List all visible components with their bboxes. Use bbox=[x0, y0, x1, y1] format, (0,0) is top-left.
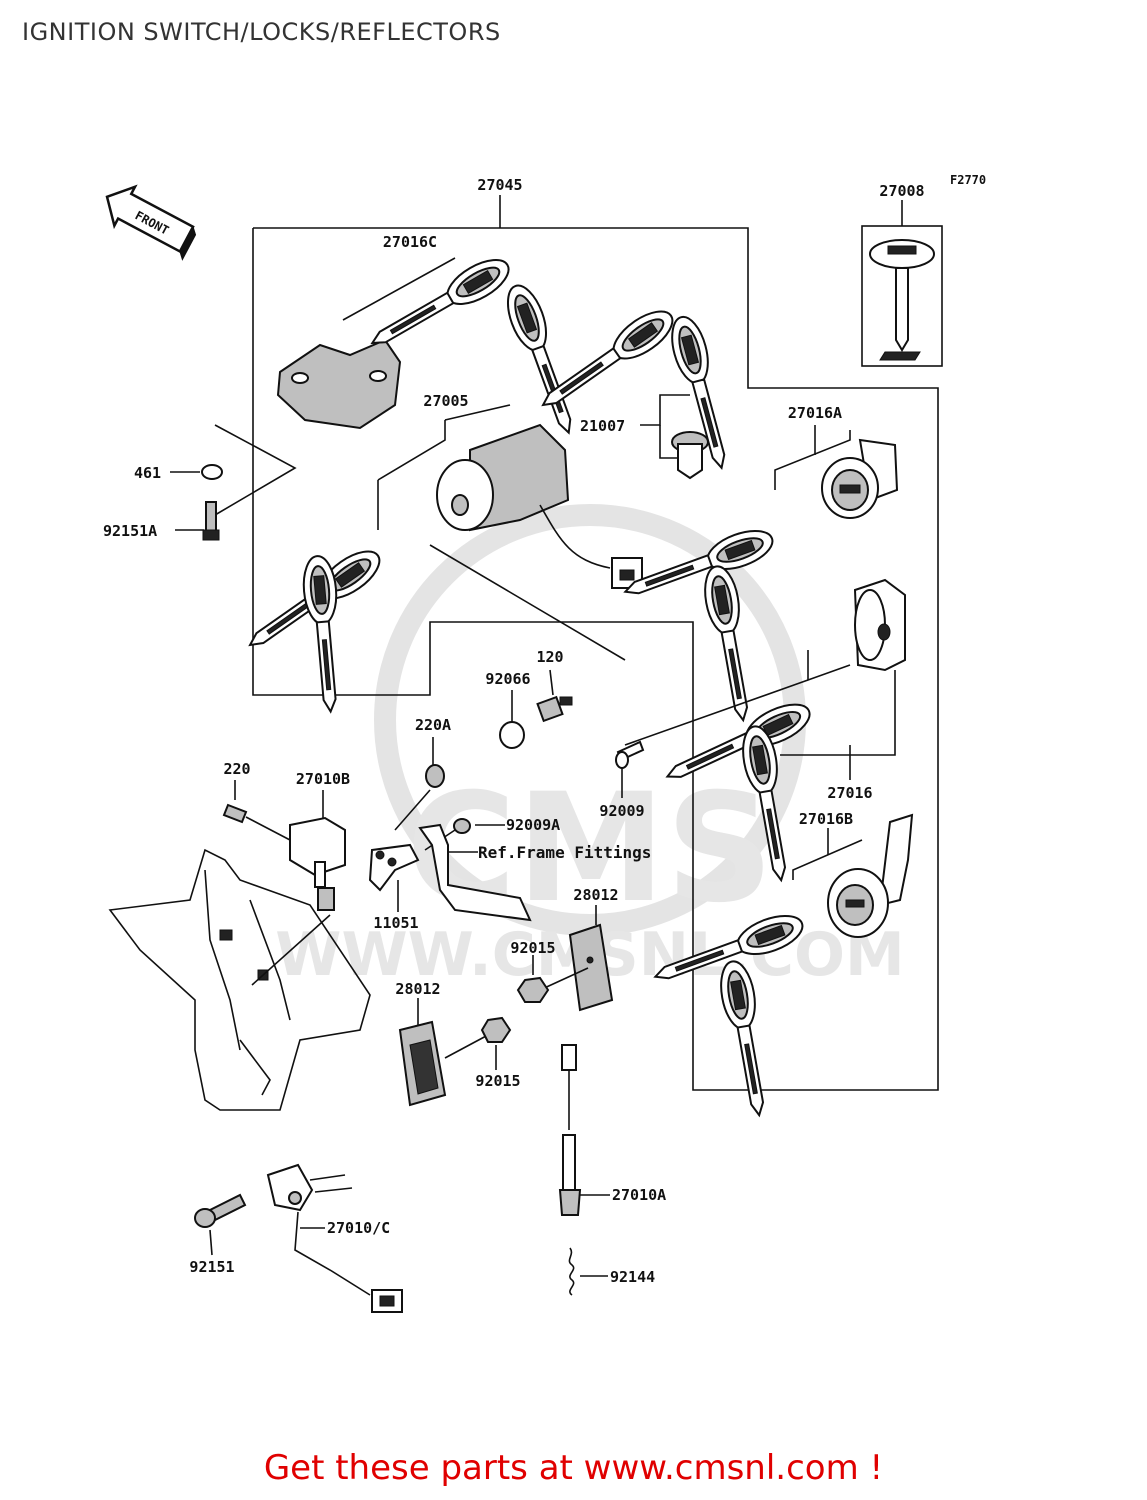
part-27010A-brake-switch bbox=[558, 1044, 610, 1216]
label-220A: 220A bbox=[415, 716, 451, 734]
part-27016-helmet-lock bbox=[624, 578, 906, 884]
part-92066-plate bbox=[499, 690, 525, 749]
part-27016A-seat-lock bbox=[618, 425, 899, 724]
part-27005-ignition-switch bbox=[239, 404, 643, 714]
label-27010C: 27010/C bbox=[327, 1219, 390, 1237]
part-11051-bracket bbox=[368, 823, 532, 922]
part-27016B-lock bbox=[648, 813, 914, 1119]
part-92015-nut-right bbox=[516, 955, 550, 1003]
label-120: 120 bbox=[536, 648, 563, 666]
label-27010A: 27010A bbox=[612, 1186, 666, 1204]
label-27016A: 27016A bbox=[788, 404, 842, 422]
part-92009-screw bbox=[615, 740, 645, 798]
label-92151A: 92151A bbox=[103, 522, 157, 540]
label-461: 461 bbox=[134, 464, 161, 482]
part-220A-bolt bbox=[394, 737, 445, 831]
part-92151A-bolt bbox=[175, 501, 220, 541]
part-92144-spring bbox=[568, 1247, 608, 1296]
label-21007: 21007 bbox=[580, 417, 625, 435]
label-27045: 27045 bbox=[477, 176, 522, 194]
label-92066: 92066 bbox=[485, 670, 530, 688]
part-27008-key-blank bbox=[861, 200, 943, 367]
part-92151-bolt bbox=[194, 1193, 247, 1256]
label-92015-right: 92015 bbox=[510, 939, 555, 957]
label-27016C: 27016C bbox=[383, 233, 437, 251]
label-27008: 27008 bbox=[879, 182, 924, 200]
label-92009A: 92009A bbox=[506, 816, 560, 834]
label-92009: 92009 bbox=[599, 802, 644, 820]
page-title: IGNITION SWITCH/LOCKS/REFLECTORS bbox=[22, 18, 501, 46]
reference-label: Ref.Frame Fittings bbox=[478, 843, 651, 862]
front-arrow-icon: FRONT bbox=[105, 184, 197, 261]
label-28012-right: 28012 bbox=[573, 886, 618, 904]
part-27010C-rear-brake-switch bbox=[266, 1163, 403, 1313]
label-27005: 27005 bbox=[423, 392, 468, 410]
label-92144: 92144 bbox=[610, 1268, 655, 1286]
label-27016B: 27016B bbox=[799, 810, 853, 828]
label-11051: 11051 bbox=[373, 914, 418, 932]
label-220: 220 bbox=[223, 760, 250, 778]
part-92015-nut-left bbox=[480, 1016, 512, 1070]
part-27016C-steering-lock bbox=[276, 250, 585, 440]
label-27016: 27016 bbox=[827, 784, 872, 802]
part-21007-cap bbox=[640, 394, 709, 480]
watermark: CMS WWW.CMSNL.COM bbox=[275, 504, 905, 990]
figure-code: F2770 bbox=[950, 173, 986, 187]
label-92015-left: 92015 bbox=[475, 1072, 520, 1090]
label-27010B: 27010B bbox=[296, 770, 350, 788]
set-27045-bracket bbox=[252, 195, 939, 1091]
part-220-bolt bbox=[222, 780, 291, 841]
footer-cta-link[interactable]: Get these parts at www.cmsnl.com ! bbox=[263, 1448, 884, 1488]
part-28012-reflector-right bbox=[539, 905, 614, 1012]
part-27010B-switch bbox=[289, 790, 346, 911]
part-120-screw bbox=[536, 669, 573, 723]
frame-reference-sketch bbox=[108, 848, 371, 1111]
part-461-clip bbox=[170, 424, 297, 516]
part-28012-reflector-left bbox=[398, 998, 489, 1107]
label-28012-left: 28012 bbox=[395, 980, 440, 998]
label-92151: 92151 bbox=[189, 1258, 234, 1276]
